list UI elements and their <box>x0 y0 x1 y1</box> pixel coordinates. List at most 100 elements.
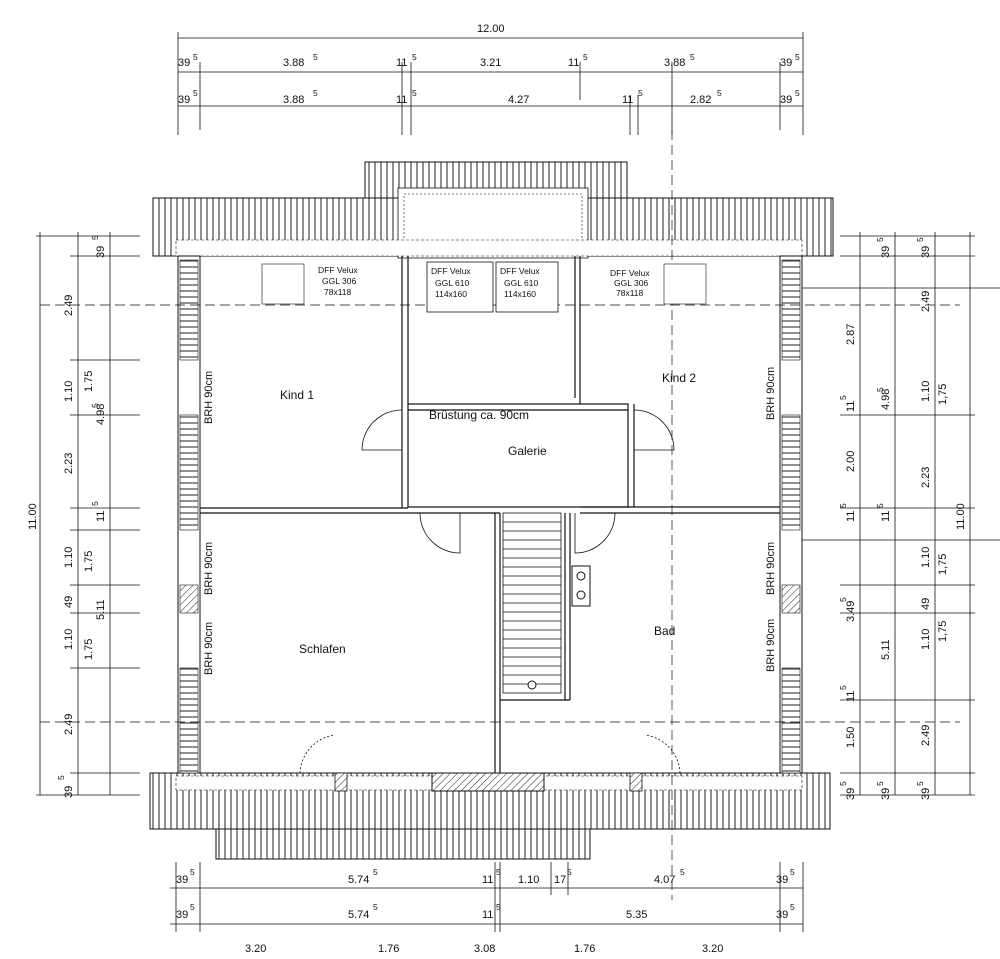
dim-label: 1.10 <box>518 874 539 886</box>
dim-label: 5 <box>583 52 588 62</box>
left-dimensions: 11.00 39 5 2.49 1.10 2.23 1.10 49 1.10 2… <box>27 232 140 798</box>
dim-label: 1.10 <box>920 547 932 568</box>
dim-label: 1.75 <box>83 639 95 660</box>
dim-label: 1.10 <box>920 629 932 650</box>
dim-label: 5 <box>790 867 795 877</box>
dim-label: 5 <box>90 235 100 240</box>
dim-label: 1.10 <box>63 547 75 568</box>
dim-label: 5 <box>838 503 848 508</box>
skylight-label: 78x118 <box>324 287 352 297</box>
dim-label: 39 <box>776 874 788 886</box>
dim-label: 1.75 <box>83 551 95 572</box>
dim-label: 5.11 <box>95 599 107 620</box>
room-label-galerie: Galerie <box>508 444 547 458</box>
dim-label: 39 <box>176 874 188 886</box>
room-label-bad: Bad <box>654 624 675 638</box>
skylight-label: DFF Velux <box>610 268 650 278</box>
dim-label: 5 <box>496 902 501 912</box>
dim-label: 4.07 <box>654 874 675 886</box>
dim-label: 5.74 <box>348 909 369 921</box>
dim-label: 5 <box>838 597 848 602</box>
dim-label: 3.08 <box>474 943 495 955</box>
stair-start-marker <box>527 680 537 690</box>
dim-label: 39 <box>920 788 932 800</box>
dim-label: 2.87 <box>845 324 857 345</box>
dim-label: 2.00 <box>845 451 857 472</box>
dim-label: 17 <box>554 874 566 886</box>
brh-label: BRH 90cm <box>203 542 215 595</box>
roof-overhang-top <box>152 161 834 259</box>
brh-label: BRH 90cm <box>765 367 777 420</box>
dim-label: 1.76 <box>574 943 595 955</box>
dim-label: 11 <box>396 94 407 106</box>
doors <box>299 409 681 774</box>
dim-label: 39 <box>920 246 932 258</box>
dim-label: 2.49 <box>63 295 75 316</box>
top-dimensions: 12.00 39 5 3.88 5 11 5 3.21 11 5 3.88 5 … <box>177 23 804 135</box>
dim-label: 5 <box>838 395 848 400</box>
dim-label: 1.10 <box>63 629 75 650</box>
skylight-label: 114x160 <box>435 289 467 299</box>
dim-label: 39 <box>880 788 892 800</box>
dim-label: 5 <box>680 867 685 877</box>
dim-label: 5 <box>875 781 885 786</box>
dim-label: 5 <box>90 501 100 506</box>
skylight-4: DFF Velux GGL 306 78x118 <box>610 263 707 305</box>
dim-label: 11 <box>396 57 407 69</box>
room-label-kind2: Kind 2 <box>662 371 696 385</box>
dim-label: 11 <box>845 401 857 412</box>
dim-label: 11 <box>95 511 107 522</box>
dim-label: 5 <box>373 902 378 912</box>
dim-label: 5 <box>90 403 100 408</box>
dim-label: 5 <box>190 902 195 912</box>
dim-label: 2.82 <box>690 94 711 106</box>
dim-label: 2.23 <box>63 453 75 474</box>
dim-label: 4.27 <box>508 94 529 106</box>
dim-label: 39 <box>780 57 792 69</box>
skylight-label: DFF Velux <box>318 265 358 275</box>
dim-label: 2.49 <box>920 291 932 312</box>
dim-label: 5.35 <box>626 909 647 921</box>
dim-top-total: 12.00 <box>477 23 505 35</box>
dim-label: 3.20 <box>245 943 266 955</box>
dim-label: 2.49 <box>920 725 932 746</box>
dim-label: 5 <box>193 52 198 62</box>
room-label-schlafen: Schlafen <box>299 642 346 656</box>
dim-label: 39 <box>176 909 188 921</box>
dim-label: 5 <box>875 503 885 508</box>
right-dimensions: 2.87 11 5 2.00 11 5 3.49 5 11 5 1.50 39 … <box>802 232 1000 800</box>
dim-label: 3.88 <box>664 57 685 69</box>
dim-label: 39 <box>776 909 788 921</box>
dim-label: 11 <box>845 691 857 702</box>
dim-label: 39 <box>63 786 75 798</box>
dim-label: 1.76 <box>378 943 399 955</box>
dim-label: 5 <box>496 867 501 877</box>
dim-label: 11 <box>482 874 493 886</box>
dim-label: 1.75 <box>83 371 95 392</box>
skylight-3: DFF Velux GGL 610 114x160 <box>495 261 559 313</box>
dim-label: 5 <box>795 88 800 98</box>
brh-label: BRH 90cm <box>203 622 215 675</box>
dim-label: 4.98 <box>95 404 107 425</box>
dim-label: 11 <box>568 57 579 69</box>
dim-label: 4.98 <box>880 389 892 410</box>
dim-label: 5 <box>915 237 925 242</box>
roof-overhang-bottom <box>149 772 831 860</box>
dim-label: 3.88 <box>283 57 304 69</box>
dim-label: 39 <box>178 94 190 106</box>
dim-label: 11 <box>845 511 857 522</box>
dim-label: 5.74 <box>348 874 369 886</box>
dim-label: 5 <box>313 88 318 98</box>
dim-label: 39 <box>780 94 792 106</box>
dim-label: 5 <box>638 88 643 98</box>
dim-label: 5 <box>567 867 572 877</box>
dim-label: 39 <box>95 246 107 258</box>
dim-label: 5 <box>915 781 925 786</box>
dim-label: 5 <box>875 237 885 242</box>
dim-label: 5 <box>838 781 848 786</box>
dim-label: 1.50 <box>845 727 857 748</box>
dim-label: 11 <box>482 909 493 921</box>
dim-label: 39 <box>880 246 892 258</box>
room-label-kind1: Kind 1 <box>280 388 314 402</box>
dim-label: 1,75 <box>937 554 949 575</box>
